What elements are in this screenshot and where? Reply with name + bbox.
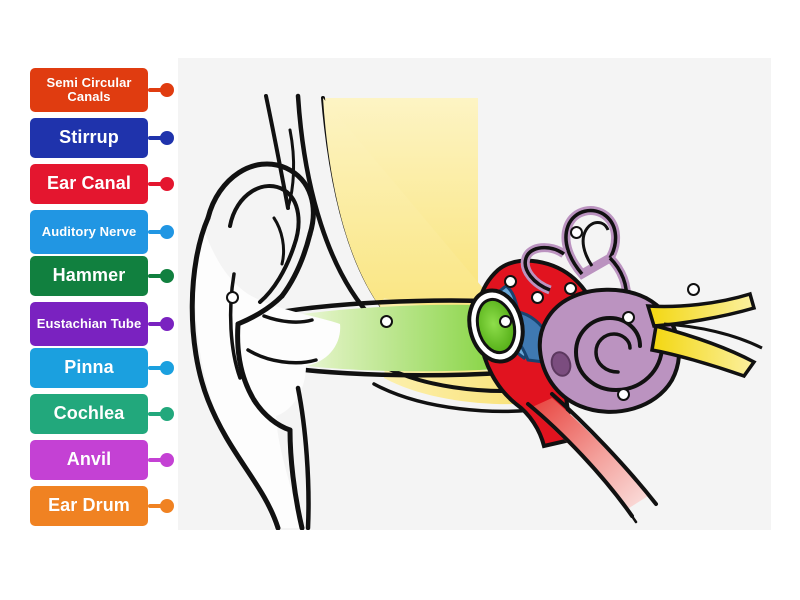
connector-dot-auditory-nerve[interactable] bbox=[160, 225, 174, 239]
label-ear-drum[interactable]: Ear Drum bbox=[30, 486, 148, 526]
diagram-panel bbox=[178, 58, 771, 530]
connector-dot-stirrup[interactable] bbox=[160, 131, 174, 145]
label-cochlea[interactable]: Cochlea bbox=[30, 394, 148, 434]
marker-cochlea[interactable] bbox=[622, 311, 635, 324]
connector-dot-anvil[interactable] bbox=[160, 453, 174, 467]
marker-ear-drum[interactable] bbox=[499, 315, 512, 328]
ear-drum-membrane bbox=[467, 288, 525, 364]
connector-dot-pinna[interactable] bbox=[160, 361, 174, 375]
auditory-nerve-upper bbox=[645, 291, 757, 328]
connector-dot-semi-circular-canals[interactable] bbox=[160, 83, 174, 97]
ear-anatomy-illustration bbox=[189, 93, 763, 530]
connector-stirrup bbox=[148, 136, 164, 140]
label-stirrup[interactable]: Stirrup bbox=[30, 118, 148, 158]
connector-auditory-nerve bbox=[148, 230, 164, 234]
connector-dot-hammer[interactable] bbox=[160, 269, 174, 283]
label-row-auditory-nerve: Auditory Nerve bbox=[30, 210, 178, 254]
marker-anvil[interactable] bbox=[531, 291, 544, 304]
label-row-eustachian-tube: Eustachian Tube bbox=[30, 302, 178, 346]
connector-eustachian-tube bbox=[148, 322, 164, 326]
label-pinna[interactable]: Pinna bbox=[30, 348, 148, 388]
connector-dot-ear-drum[interactable] bbox=[160, 499, 174, 513]
marker-stirrup[interactable] bbox=[564, 282, 577, 295]
label-eustachian-tube[interactable]: Eustachian Tube bbox=[30, 302, 148, 346]
connector-ear-drum bbox=[148, 504, 164, 508]
label-semi-circular-canals[interactable]: Semi Circular Canals bbox=[30, 68, 148, 112]
connector-cochlea bbox=[148, 412, 164, 416]
marker-ear-canal[interactable] bbox=[380, 315, 393, 328]
auditory-nerve-lower bbox=[649, 323, 757, 379]
label-auditory-nerve[interactable]: Auditory Nerve bbox=[30, 210, 148, 254]
label-row-anvil: Anvil bbox=[30, 440, 178, 480]
connector-pinna bbox=[148, 366, 164, 370]
connector-dot-ear-canal[interactable] bbox=[160, 177, 174, 191]
label-row-pinna: Pinna bbox=[30, 348, 178, 388]
marker-hammer[interactable] bbox=[504, 275, 517, 288]
marker-auditory-nerve[interactable] bbox=[687, 283, 700, 296]
label-row-semi-circular-canals: Semi Circular Canals bbox=[30, 68, 178, 112]
marker-pinna[interactable] bbox=[226, 291, 239, 304]
connector-ear-canal bbox=[148, 182, 164, 186]
label-row-ear-canal: Ear Canal bbox=[30, 164, 178, 204]
eustachian-tube bbox=[530, 398, 648, 510]
connector-semi-circular-canals bbox=[148, 88, 164, 92]
label-ear-canal[interactable]: Ear Canal bbox=[30, 164, 148, 204]
label-row-stirrup: Stirrup bbox=[30, 118, 178, 158]
marker-eustachian-tube[interactable] bbox=[617, 388, 630, 401]
pinna-fill bbox=[195, 226, 341, 528]
round-window bbox=[550, 351, 572, 377]
label-hammer[interactable]: Hammer bbox=[30, 256, 148, 296]
connector-dot-eustachian-tube[interactable] bbox=[160, 317, 174, 331]
connector-dot-cochlea[interactable] bbox=[160, 407, 174, 421]
label-row-hammer: Hammer bbox=[30, 256, 178, 296]
marker-semi-circular-canals[interactable] bbox=[570, 226, 583, 239]
label-row-cochlea: Cochlea bbox=[30, 394, 178, 434]
label-row-ear-drum: Ear Drum bbox=[30, 486, 178, 526]
connector-anvil bbox=[148, 458, 164, 462]
connector-hammer bbox=[148, 274, 164, 278]
label-anvil[interactable]: Anvil bbox=[30, 440, 148, 480]
